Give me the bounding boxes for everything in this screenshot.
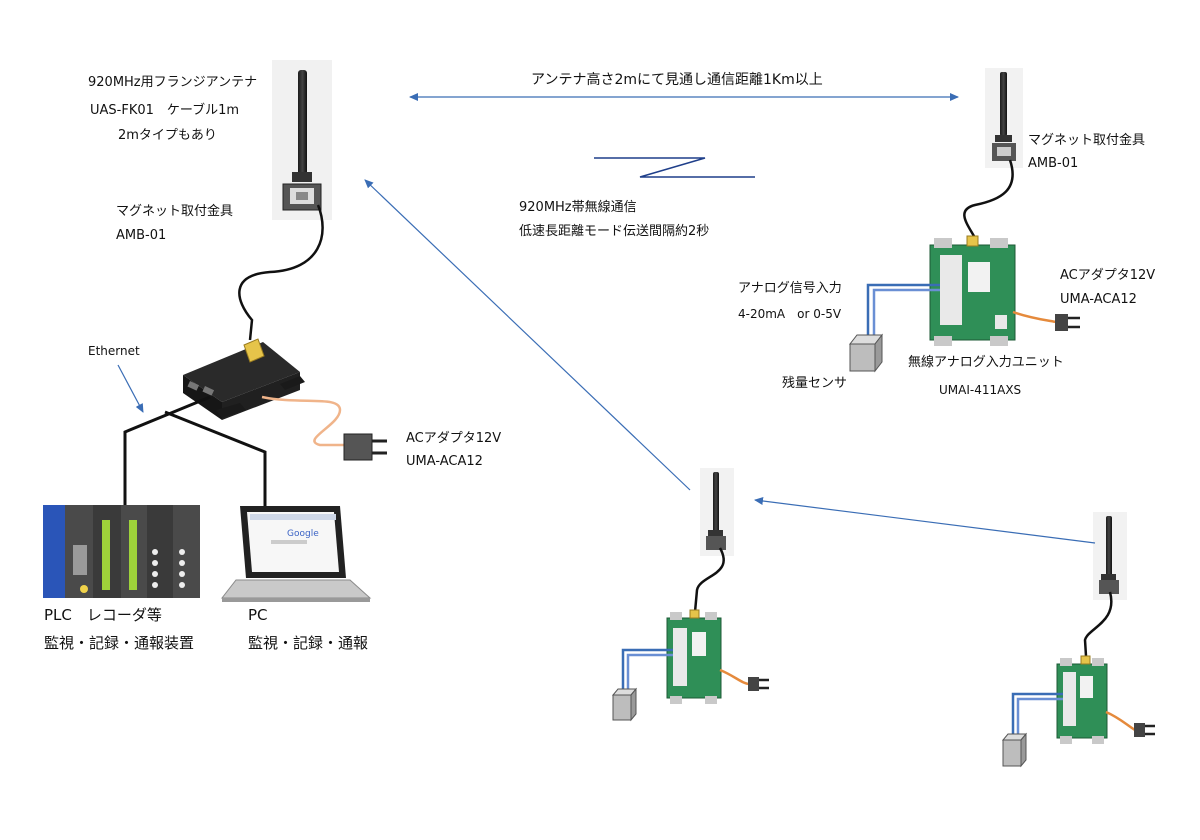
- analog-unit-3: [1056, 655, 1108, 744]
- antenna-connector: [243, 338, 265, 363]
- ac-adapter-remote-3: [1134, 723, 1155, 737]
- power-cable-remote-3: [1105, 710, 1136, 732]
- ethernet-label: Ethernet: [88, 344, 140, 358]
- ac-adapter-remote-model: UMA-ACA12: [1060, 292, 1137, 307]
- analog-input-label: アナログ信号入力: [738, 281, 842, 296]
- gateway-device: [183, 338, 305, 420]
- analog-unit-2: [666, 609, 722, 704]
- analog-wires-2: [621, 648, 673, 690]
- power-cable-remote-1: [1012, 310, 1057, 324]
- plc-description: 監視・記録・通報装置: [44, 634, 195, 652]
- pc-label: PC: [248, 606, 268, 624]
- unit-model-label: UMAI-411AXS: [939, 383, 1022, 397]
- antenna-cable-main: [238, 204, 324, 341]
- analog-unit-1: [929, 235, 1016, 346]
- sensor-1: [848, 333, 884, 373]
- magnet-mount-label: マグネット取付金具: [116, 204, 234, 219]
- pc-description: 監視・記録・通報: [248, 634, 369, 652]
- ac-adapter-remote-1: [1055, 314, 1080, 331]
- sensor-label: 残量センサ: [782, 376, 848, 391]
- laptop-pc: Google: [220, 506, 372, 602]
- ac-adapter-main-label: ACアダプタ12V: [406, 431, 502, 446]
- remote-antenna-1: [985, 68, 1023, 168]
- remote-magnet-model: AMB-01: [1028, 156, 1079, 171]
- ethernet-arrow: [117, 364, 144, 413]
- analog-range-label: 4-20mA or 0-5V: [738, 307, 842, 321]
- sensor-3: [1001, 732, 1028, 768]
- remote-antenna-2: [700, 468, 734, 556]
- antenna-cable-remote-3: [1083, 591, 1113, 657]
- remote-magnet-label: マグネット取付金具: [1028, 133, 1146, 148]
- ac-adapter-main: [343, 433, 387, 461]
- wireless-mode-label: 低速長距離モード伝送間隔約2秒: [519, 224, 710, 239]
- link-arrow-remote-3: [754, 497, 1096, 544]
- antenna-model-label: 920MHz用フランジアンテナ: [88, 75, 258, 90]
- range-note: アンテナ高さ2mにて見通し通信距離1Km以上: [531, 72, 823, 88]
- antenna-cable-remote-2: [693, 547, 725, 613]
- antenna-model-line2: UAS-FK01 ケーブル1m: [90, 103, 240, 118]
- ac-adapter-remote-2: [748, 677, 769, 691]
- remote-antenna-3: [1093, 512, 1127, 600]
- unit-name-label: 無線アナログ入力ユニット: [908, 355, 1064, 370]
- antenna-rod: [298, 70, 307, 180]
- antenna-cable-remote-1: [963, 159, 1014, 239]
- plc-label: PLC レコーダ等: [44, 606, 162, 624]
- link-arrow-remote-2: [364, 179, 691, 491]
- magnet-mount: [282, 183, 322, 211]
- main-antenna: [272, 60, 332, 220]
- wireless-symbol: [594, 157, 755, 178]
- analog-wires-1: [866, 283, 940, 342]
- power-cable-remote-2: [719, 668, 751, 686]
- ethernet-wiring: [123, 395, 267, 506]
- power-cable-main: [261, 395, 345, 447]
- antenna-base: [292, 172, 312, 182]
- antenna-model-line3: 2mタイプもあり: [118, 128, 217, 143]
- wireless-label: 920MHz帯無線通信: [519, 200, 637, 215]
- ac-adapter-main-model: UMA-ACA12: [406, 454, 483, 469]
- laptop-screen-logo: Google: [287, 529, 319, 539]
- plc-device: [43, 505, 200, 598]
- magnet-mount-model: AMB-01: [116, 228, 167, 243]
- ac-adapter-remote-label: ACアダプタ12V: [1060, 268, 1156, 283]
- sensor-2: [611, 687, 638, 722]
- analog-wires-3: [1011, 692, 1063, 740]
